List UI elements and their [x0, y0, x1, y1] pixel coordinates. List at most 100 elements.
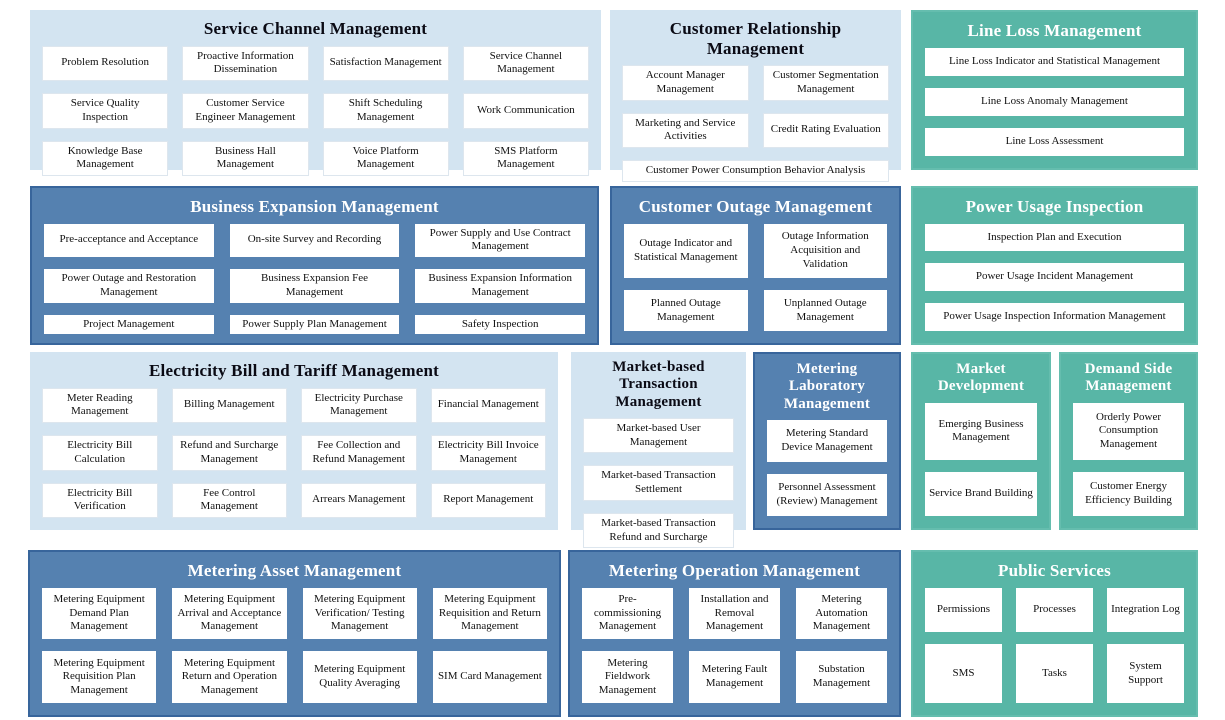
panel-title: Customer Outage Management [638, 197, 873, 216]
module-grid: Meter Reading Management Billing Manageme… [42, 387, 546, 519]
module-item: Arrears Management [301, 482, 417, 519]
module-item: Line Loss Assessment [925, 127, 1184, 156]
module-item: Metering Fieldwork Management [582, 651, 673, 703]
module-item: Line Loss Indicator and Statistical Mana… [925, 47, 1184, 76]
module-item: Permissions [925, 587, 1002, 633]
module-item: Pre-acceptance and Acceptance [44, 223, 214, 258]
module-item: Outage Information Acquisition and Valid… [763, 223, 887, 279]
module-item: Marketing and Service Activities [622, 112, 749, 149]
module-item: Unplanned Outage Management [763, 290, 887, 331]
panel-title: Customer Relationship Management [669, 19, 842, 58]
panel-title: Public Services [997, 561, 1111, 580]
panel-service-channel-management: Service Channel Management Problem Resol… [30, 10, 601, 177]
panel-line-loss-management: Line Loss Management Line Loss Indicator… [911, 10, 1198, 170]
module-item: Emerging Business Management [925, 402, 1037, 461]
module-item: Metering Equipment Requisition Plan Mana… [42, 651, 157, 703]
module-item: Inspection Plan and Execution [925, 223, 1184, 252]
panel-customer-outage-management: Customer Outage Management Outage Indica… [610, 186, 901, 345]
module-item: Proactive Information Dissemination [182, 45, 309, 82]
panel-market-based-transaction-management: Market-based Transaction Management Mark… [571, 352, 746, 549]
module-item: Account Manager Management [622, 65, 749, 101]
panel-metering-operation-management: Metering Operation Management Pre-commis… [568, 550, 901, 717]
panel-title: Line Loss Management [967, 21, 1142, 40]
module-item: Market-based User Management [583, 417, 734, 454]
module-item: Customer Energy Efficiency Building [1073, 472, 1184, 516]
module-item: Metering Equipment Quality Averaging [302, 651, 417, 703]
panel-customer-relationship-management: Customer Relationship Management Account… [610, 10, 901, 182]
module-item: Billing Management [171, 387, 287, 424]
panel-title: Business Expansion Management [190, 197, 439, 216]
module-item: On-site Survey and Recording [229, 223, 400, 258]
panel-title: Market-based Transaction Management [612, 359, 705, 410]
panel-title: Metering Asset Management [187, 561, 402, 580]
module-item: Metering Automation Management [796, 587, 887, 640]
module-item: Customer Segmentation Management [762, 65, 889, 101]
module-item: Personnel Assessment (Review) Management [767, 473, 887, 516]
module-item: SMS [925, 644, 1002, 703]
module-item: Power Usage Incident Management [925, 263, 1184, 292]
module-item: Integration Log [1107, 587, 1184, 633]
module-item: Customer Service Engineer Management [182, 93, 309, 129]
module-grid: Account Manager Management Customer Segme… [622, 65, 889, 182]
module-item: Outage Indicator and Statistical Managem… [624, 223, 748, 279]
panel-title: Power Usage Inspection [965, 197, 1144, 216]
module-item: Planned Outage Management [624, 290, 748, 331]
module-item: Report Management [430, 482, 546, 519]
module-item: Electricity Bill Invoice Management [430, 435, 546, 471]
module-item: Knowledge Base Management [42, 140, 169, 177]
module-item: Metering Equipment Verification/ Testing… [302, 587, 417, 640]
panel-title: Metering Operation Management [608, 561, 861, 580]
module-item: Line Loss Anomaly Management [925, 87, 1184, 116]
module-item: Metering Equipment Demand Plan Managemen… [42, 587, 157, 640]
module-item: Fee Collection and Refund Management [301, 435, 417, 471]
module-grid: Pre-commissioning Management Installation… [582, 587, 887, 703]
module-item: Meter Reading Management [42, 387, 158, 424]
module-item: Electricity Bill Calculation [42, 435, 158, 471]
module-item: Processes [1016, 587, 1093, 633]
panel-metering-asset-management: Metering Asset Management Metering Equip… [28, 550, 561, 717]
module-item: Refund and Surcharge Management [171, 435, 287, 471]
module-item: Market-based Transaction Refund and Surc… [583, 512, 734, 549]
panel-title: Demand Side Management [1084, 361, 1173, 395]
module-grid: Metering Equipment Demand Plan Managemen… [42, 587, 547, 703]
panel-market-development: Market Development Emerging Business Man… [911, 352, 1051, 530]
panel-public-services: Public Services Permissions Processes Inte… [911, 550, 1198, 717]
panel-metering-laboratory-management: Metering Laboratory Management Metering … [753, 352, 901, 530]
panel-electricity-bill-and-tariff-management: Electricity Bill and Tariff Management M… [30, 352, 558, 530]
module-item: Electricity Bill Verification [42, 482, 158, 519]
module-item: Satisfaction Management [322, 45, 449, 82]
module-item: Financial Management [430, 387, 546, 424]
module-item: Problem Resolution [42, 45, 169, 82]
module-item: Work Communication [462, 93, 589, 129]
module-item: Power Usage Inspection Information Manag… [925, 303, 1184, 331]
module-item: Voice Platform Management [322, 140, 449, 177]
module-item: Customer Power Consumption Behavior Anal… [622, 160, 889, 182]
module-item: System Support [1107, 644, 1184, 703]
module-item: Power Outage and Restoration Management [44, 269, 214, 303]
module-grid: Outage Indicator and Statistical Managem… [624, 223, 887, 331]
panel-title: Metering Laboratory Management [783, 361, 871, 412]
module-item: Power Supply Plan Management [229, 314, 400, 335]
module-item: Business Hall Management [182, 140, 309, 177]
module-item: Electricity Purchase Management [301, 387, 417, 424]
module-item: Business Expansion Fee Management [229, 269, 400, 303]
module-item: Metering Equipment Requisition and Retur… [432, 587, 547, 640]
module-grid: Pre-acceptance and Acceptance On-site Sur… [44, 223, 585, 335]
module-item: Shift Scheduling Management [322, 93, 449, 129]
panel-title: Market Development [937, 361, 1025, 395]
module-grid: Line Loss Indicator and Statistical Mana… [925, 47, 1184, 156]
module-grid: Problem Resolution Proactive Information … [42, 45, 589, 177]
module-item: Power Supply and Use Contract Management [415, 223, 585, 258]
module-item: Pre-commissioning Management [582, 587, 673, 640]
module-item: Tasks [1016, 644, 1093, 703]
module-item: Credit Rating Evaluation [762, 112, 889, 149]
module-item: Service Channel Management [462, 45, 589, 82]
panel-title: Electricity Bill and Tariff Management [149, 361, 439, 380]
module-item: Market-based Transaction Settlement [583, 465, 734, 501]
module-item: Installation and Removal Management [689, 587, 780, 640]
